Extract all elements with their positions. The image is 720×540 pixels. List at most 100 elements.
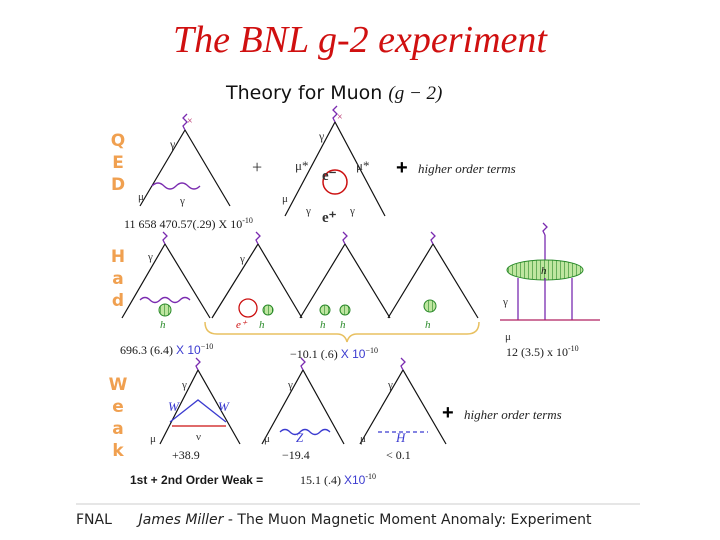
svg-text:W: W	[218, 399, 230, 414]
weak-plus: +	[442, 402, 454, 424]
qed-letter-e: E	[112, 153, 124, 173]
svg-text:μ: μ	[282, 193, 288, 205]
svg-text:h: h	[425, 319, 431, 331]
mu-star-label: μ*	[356, 158, 369, 173]
had-value-2: −10.1 (.6) X 10−10	[290, 346, 378, 362]
mu-label: μ	[138, 191, 144, 203]
svg-text:γ: γ	[318, 129, 325, 143]
qed-letter-q: Q	[110, 131, 126, 151]
svg-text:W: W	[168, 399, 180, 414]
weak-section-label: W e a k	[107, 374, 129, 462]
had-value-3-exp: -10	[568, 344, 579, 353]
footer: FNAL James Miller - The Muon Magnetic Mo…	[76, 512, 591, 528]
qed-higher-order: higher order terms	[418, 161, 516, 176]
svg-text:γ: γ	[239, 253, 245, 265]
weak-diagram-w: W W ν γ μ	[150, 357, 241, 445]
w-boson-line	[169, 399, 227, 423]
photon-line-internal	[151, 182, 201, 190]
svg-text:μ: μ	[360, 433, 366, 445]
qed-plus: +	[396, 157, 408, 179]
svg-text:γ: γ	[387, 379, 393, 391]
photon-line-top	[182, 113, 188, 131]
weak-letter-w: W	[108, 375, 128, 395]
weak-diagram-z: Z γ μ	[261, 357, 345, 445]
svg-text:h: h	[320, 319, 326, 331]
had-value-1-number: 696.3 (6.4)	[120, 343, 173, 357]
muon-line	[139, 128, 231, 207]
weak-w-value: +38.9	[172, 448, 200, 462]
svg-text:×: ×	[337, 112, 343, 123]
brace	[204, 321, 480, 343]
had-value-3-number: 12 (3.5) x 10	[506, 345, 568, 359]
cross-mark: ×	[187, 116, 193, 127]
svg-text:h: h	[541, 265, 547, 277]
had-value-2-number: −10.1 (.6)	[290, 347, 338, 361]
weak-sum-value: 15.1 (.4) X10-10	[300, 472, 376, 488]
svg-text:H: H	[395, 430, 406, 445]
svg-text:e⁺: e⁺	[236, 319, 248, 331]
had-value-1-exp: −10	[200, 342, 214, 351]
weak-letter-k: k	[112, 441, 124, 461]
weak-sum-exp: -10	[365, 472, 377, 481]
weak-diagram-h: H γ μ	[359, 357, 447, 445]
had-diagram-lbl: h γ μ	[500, 222, 600, 343]
svg-text:γ: γ	[181, 379, 187, 391]
had-value-2-x: X 10	[340, 347, 366, 361]
had-value-1: 696.3 (6.4) X 10−10	[120, 342, 213, 358]
subtitle-formula: (g − 2)	[388, 83, 443, 104]
svg-text:Z: Z	[296, 430, 304, 445]
hadron-blob	[158, 303, 172, 317]
svg-text:ν: ν	[196, 431, 201, 443]
had-value-2-exp: −10	[365, 346, 378, 355]
svg-text:μ: μ	[505, 331, 511, 343]
weak-sum-label: 1st + 2nd Order Weak =	[130, 473, 264, 487]
had-diagram-3: h h	[299, 231, 391, 331]
had-section-label: H a d	[107, 246, 129, 312]
svg-text:h: h	[160, 319, 166, 331]
qed-diagram-1: γ γ μ ×	[138, 113, 231, 207]
footer-author: James Miller	[138, 512, 224, 528]
had-letter-a: a	[112, 269, 124, 289]
qed-section-label: Q E D	[107, 130, 129, 196]
svg-text:h: h	[340, 319, 346, 331]
mu-star-label: μ*	[295, 158, 308, 173]
weak-sum-x: X10	[344, 473, 366, 487]
had-letter-h: H	[110, 247, 126, 267]
had-value-1-x: X 10	[176, 343, 201, 357]
had-diagram-1: h γ	[121, 231, 211, 331]
qed-diagram-2: γ μ* μ* e⁻ e⁺ γ γ μ ×	[282, 105, 386, 226]
had-diagram-4: h	[387, 231, 479, 331]
gamma-label: γ	[179, 195, 185, 207]
svg-text:γ: γ	[305, 205, 311, 217]
qed-value-number: 11 658 470.57(.29)	[124, 217, 216, 231]
svg-text:e⁺: e⁺	[322, 210, 337, 226]
svg-text:μ: μ	[264, 433, 270, 445]
footer-lab: FNAL	[76, 512, 112, 528]
had-diagram-2: e⁺ h γ	[211, 231, 303, 331]
subtitle-text: Theory for Muon	[226, 82, 383, 104]
qed-letter-d: D	[110, 175, 126, 195]
svg-text:γ: γ	[147, 251, 153, 263]
svg-text:γ: γ	[502, 296, 508, 308]
had-value-3: 12 (3.5) x 10-10	[506, 344, 579, 360]
weak-letter-a: a	[112, 419, 124, 439]
weak-sum-number: 15.1 (.4)	[300, 473, 341, 487]
svg-text:e⁻: e⁻	[322, 168, 337, 184]
slide-title: The BNL g-2 experiment	[173, 19, 547, 61]
lepton-loop	[322, 169, 348, 195]
weak-higher-order: higher order terms	[464, 407, 562, 422]
qed-value-exp: -10	[242, 216, 253, 225]
svg-text:γ: γ	[349, 205, 355, 217]
weak-z-value: −19.4	[282, 448, 310, 462]
weak-h-value: < 0.1	[386, 448, 411, 462]
svg-text:γ: γ	[287, 379, 293, 391]
had-letter-d: d	[111, 291, 125, 311]
svg-text:μ: μ	[150, 433, 156, 445]
slide-subtitle: Theory for Muon (g − 2)	[226, 82, 442, 105]
gamma-label: γ	[169, 137, 176, 151]
plus-sign: +	[252, 157, 262, 177]
svg-text:h: h	[259, 319, 265, 331]
footer-title: - The Muon Magnetic Moment Anomaly: Expe…	[227, 512, 592, 528]
qed-value: 11 658 470.57(.29) X 10-10	[124, 216, 253, 232]
